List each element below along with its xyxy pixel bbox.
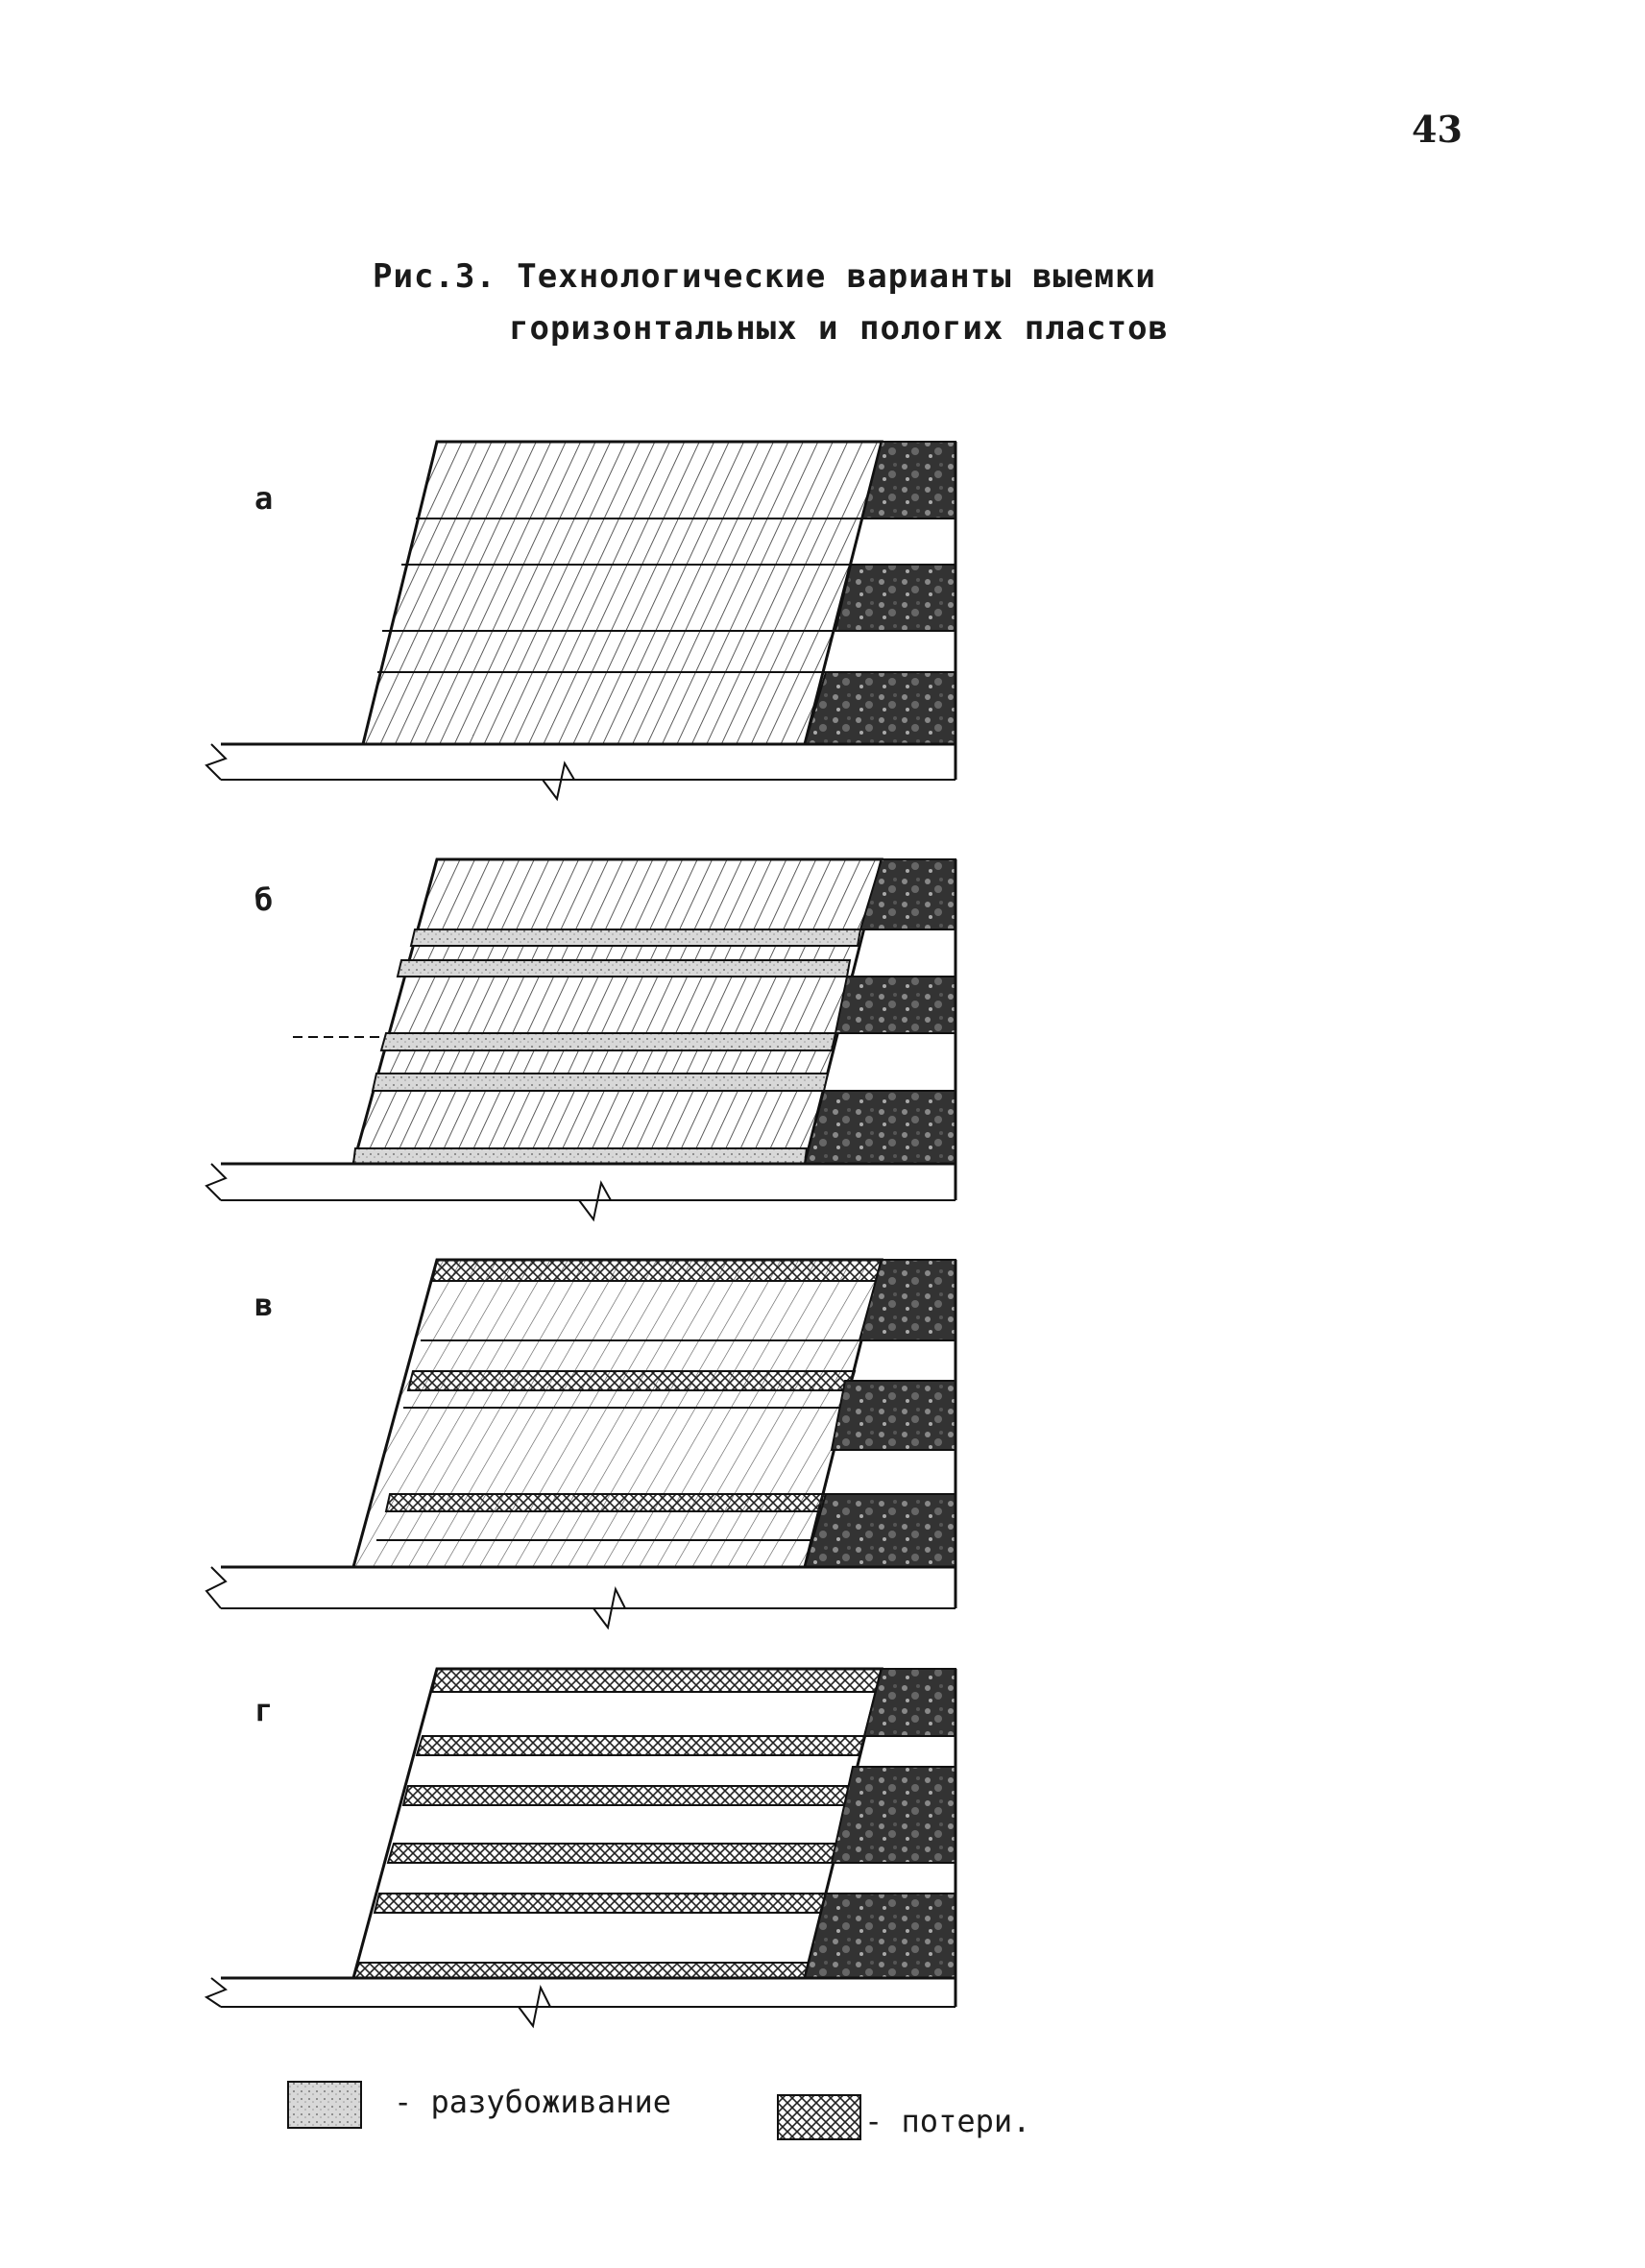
panel-b-drawing bbox=[205, 857, 957, 1222]
panel-label-b: б bbox=[254, 881, 274, 918]
legend-dilution-swatch bbox=[287, 2081, 362, 2129]
panel-label-a: а bbox=[254, 480, 274, 517]
panel-g-drawing bbox=[204, 1667, 957, 2029]
panel-v-drawing bbox=[205, 1258, 957, 1630]
legend-dilution-label: - разубоживание bbox=[394, 2084, 671, 2120]
legend-losses-swatch bbox=[777, 2094, 861, 2140]
panel-label-v: в bbox=[254, 1287, 274, 1323]
page-number: 43 bbox=[1412, 108, 1463, 151]
legend-losses-label: - потери. bbox=[864, 2103, 1031, 2139]
panel-a-drawing bbox=[205, 440, 957, 802]
figure-caption-line-2: горизонтальных и пологих пластов bbox=[509, 309, 1170, 348]
panel-label-g: г bbox=[254, 1692, 274, 1728]
figure-caption-line-1: Рис.3. Технологические варианты выемки bbox=[373, 257, 1156, 296]
